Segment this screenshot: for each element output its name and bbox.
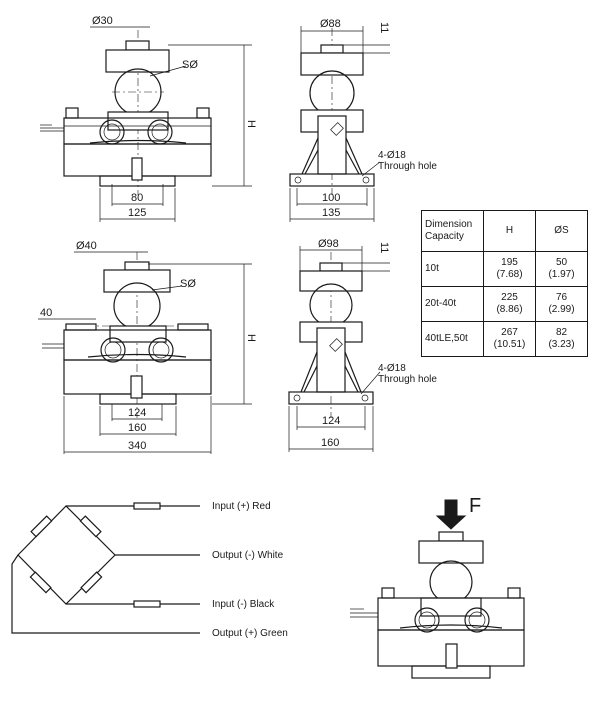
dim-height: H [245,120,257,128]
row-capacity: 40tLE,50t [421,321,484,357]
row-capacity: 20t-40t [421,286,484,322]
dim-top-dia: Ø40 [76,240,97,252]
row-h: 195(7.68) [483,251,536,287]
row-capacity: 10t [421,251,484,287]
force-label: F [469,495,481,517]
dim-mid: 160 [128,422,146,434]
header-s: ØS [535,210,588,252]
row-h: 225(8.86) [483,286,536,322]
row-h: 267(10.51) [483,321,536,357]
dim-side-inner: 100 [322,192,340,204]
dim-top-dia-side: Ø98 [318,238,339,250]
dimension-table: Dimension Capacity H ØS 10t 195(7.68) 50… [421,210,588,357]
large-front-view: Ø40 SØ H 40 124 160 340 [38,240,257,454]
row-s: 50(1.97) [535,251,588,287]
header-dimension-capacity: Dimension Capacity [421,210,484,252]
wire-input-negative: Input (-) Black [212,599,275,610]
force-arrow-icon [435,499,467,530]
wiring-diagram: Input (+) Red Output (-) White Input (-)… [11,501,288,639]
dim-offset: 40 [40,307,52,319]
dim-top-height: 11 [378,242,390,253]
dim-top-height: 11 [378,22,390,33]
dim-side-outer: 160 [321,437,339,449]
dim-outer: 125 [128,207,146,219]
label-sphere: SØ [182,59,198,71]
loaded-cell-view: F [350,495,525,679]
table-row: 10t 195(7.68) 50(1.97) [421,251,588,287]
dim-top-dia: Ø30 [92,15,113,27]
header-h: H [483,210,536,252]
label-through-hole: Through hole [378,374,437,385]
wire-output-negative: Output (-) White [212,550,284,561]
row-s: 82(3.23) [535,321,588,357]
dim-outer: 340 [128,440,146,452]
label-holes: 4-Ø18 [378,150,406,161]
label-sphere: SØ [180,278,196,290]
dim-side-inner: 124 [322,415,340,427]
label-holes: 4-Ø18 [378,363,406,374]
dim-side-outer: 135 [322,207,340,219]
wire-input-positive: Input (+) Red [212,501,271,512]
table-row: 40tLE,50t 267(10.51) 82(3.23) [421,321,588,357]
wire-output-positive: Output (+) Green [212,628,288,639]
large-side-view: Ø98 11 4-Ø18 Through hole 124 160 [288,238,437,452]
dim-inner: 80 [131,192,143,204]
small-front-view: Ø30 SØ H 80 125 [40,15,257,222]
row-s: 76(2.99) [535,286,588,322]
dim-height: H [245,334,257,342]
table-row: 20t-40t 225(8.86) 76(2.99) [421,286,588,322]
dim-top-dia-side: Ø88 [320,18,341,30]
table-header: Dimension Capacity H ØS [421,210,588,252]
label-through-hole: Through hole [378,161,437,172]
dim-inner: 124 [128,407,146,419]
small-side-view: Ø88 11 4-Ø18 Through hole 100 135 [289,18,437,222]
